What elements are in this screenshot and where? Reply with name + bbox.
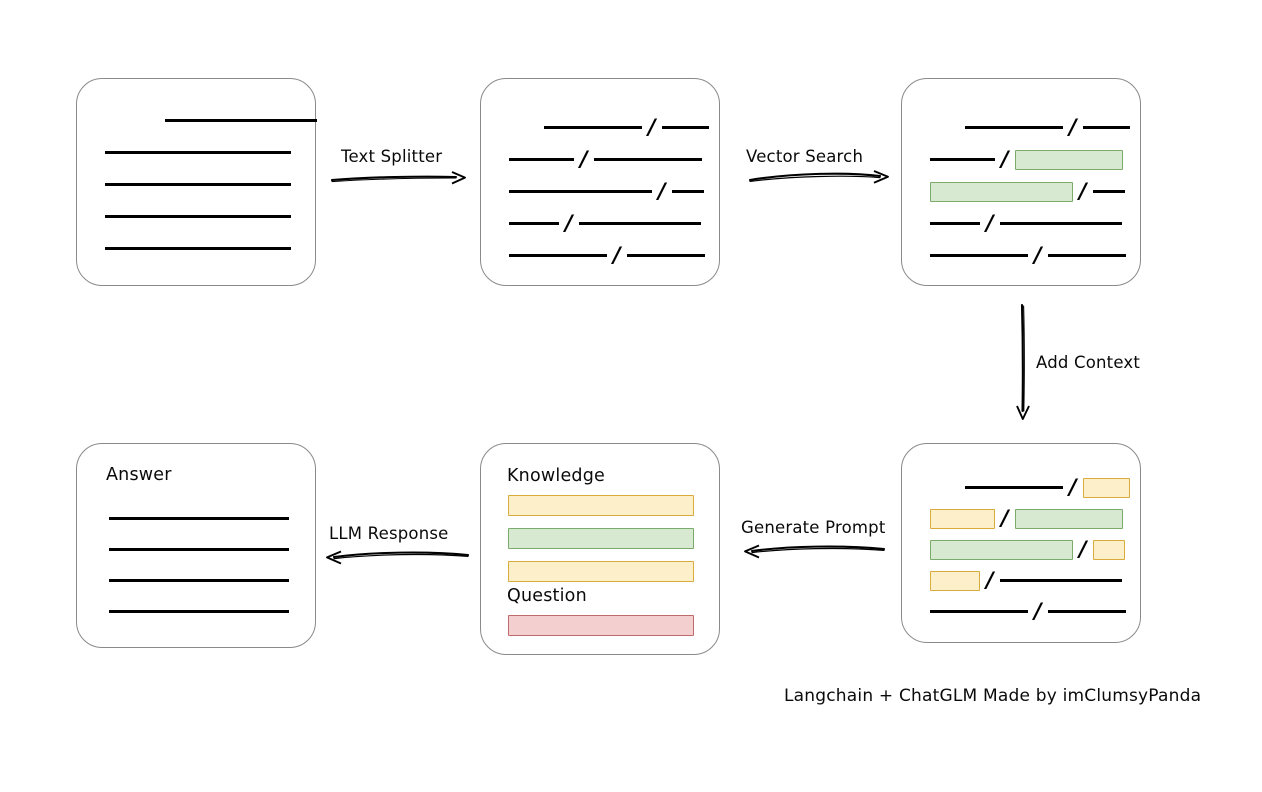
- text-line-segment: [930, 254, 1028, 257]
- text-line-row: [105, 247, 291, 250]
- text-line-row: /: [930, 180, 1125, 202]
- text-line-row: [109, 517, 289, 520]
- text-line-segment: [671, 190, 704, 193]
- knowledge-bar-2: [508, 528, 694, 549]
- text-line-segment: [509, 222, 559, 225]
- text-line-row: /: [930, 538, 1125, 560]
- text-line-row: [105, 183, 291, 186]
- highlight-chunk-green: [930, 181, 1073, 202]
- text-line-segment: [965, 486, 1063, 489]
- text-line-segment: [105, 151, 291, 154]
- text-line-row: /: [930, 600, 1126, 621]
- highlight-chunk-yellow: [1092, 539, 1125, 560]
- question-label: Question: [507, 586, 587, 606]
- text-line-segment: [1047, 610, 1126, 613]
- text-line-segment: [105, 247, 291, 250]
- arrow-text-splitter: [330, 171, 466, 185]
- text-line-row: /: [509, 244, 705, 265]
- text-line-segment: [1047, 254, 1126, 257]
- highlight-chunk-green: [930, 539, 1073, 560]
- with-context-box: / / / / /: [901, 443, 1141, 643]
- answer-box: Answer: [76, 443, 316, 648]
- knowledge-label: Knowledge: [507, 466, 605, 486]
- text-line-row: /: [965, 476, 1130, 498]
- arrow-label-add-context: Add Context: [1036, 353, 1141, 372]
- text-line-segment: [109, 579, 289, 582]
- text-line-segment: [509, 158, 574, 161]
- text-line-segment: [1092, 190, 1125, 193]
- text-line-segment: [165, 119, 317, 122]
- arrow-generate-prompt: [744, 544, 886, 559]
- answer-label: Answer: [106, 465, 172, 485]
- text-line-segment: [626, 254, 705, 257]
- source-document-box: [76, 78, 317, 286]
- text-line-row: /: [930, 212, 1122, 233]
- text-line-row: [105, 151, 291, 154]
- highlight-chunk-green: [1014, 149, 1123, 170]
- arrow-label-text-splitter: Text Splitter: [341, 147, 443, 166]
- text-line-segment: [109, 548, 289, 551]
- arrow-label-vector-search: Vector Search: [746, 147, 864, 166]
- vector-matches-box: / / / / /: [901, 78, 1141, 286]
- text-line-row: [109, 579, 289, 582]
- arrow-vector-search: [748, 170, 889, 184]
- text-line-row: [165, 119, 317, 122]
- text-line-segment: [999, 222, 1122, 225]
- highlight-chunk-green: [1014, 508, 1123, 529]
- text-line-segment: [930, 610, 1028, 613]
- arrow-label-generate-prompt: Generate Prompt: [741, 518, 886, 537]
- knowledge-bar-3: [508, 561, 694, 582]
- knowledge-bar-1: [508, 495, 694, 516]
- text-line-segment: [930, 158, 995, 161]
- text-line-segment: [544, 126, 642, 129]
- arrow-add-context: [1016, 303, 1030, 420]
- text-line-segment: [930, 222, 980, 225]
- arrow-label-llm-response: LLM Response: [329, 524, 449, 543]
- text-line-segment: [593, 158, 702, 161]
- highlight-chunk-yellow: [1082, 477, 1130, 498]
- prompt-box: Knowledge Question: [480, 443, 720, 655]
- text-line-row: [109, 610, 289, 613]
- text-line-row: /: [509, 180, 704, 201]
- text-line-segment: [105, 183, 291, 186]
- text-line-row: /: [930, 148, 1123, 170]
- text-line-segment: [509, 190, 652, 193]
- question-bar-1: [508, 615, 694, 636]
- highlight-chunk-yellow: [930, 508, 995, 529]
- text-line-row: /: [965, 116, 1130, 137]
- text-line-row: [109, 548, 289, 551]
- text-line-row: /: [544, 116, 709, 137]
- text-line-row: /: [930, 569, 1122, 591]
- text-line-row: /: [930, 507, 1123, 529]
- text-line-segment: [965, 126, 1063, 129]
- text-line-segment: [1082, 126, 1130, 129]
- text-line-row: /: [509, 148, 702, 169]
- text-line-row: /: [509, 212, 701, 233]
- text-line-segment: [578, 222, 701, 225]
- highlight-chunk-yellow: [930, 570, 980, 591]
- text-line-segment: [661, 126, 709, 129]
- text-line-segment: [999, 579, 1122, 582]
- footer-credit: Langchain + ChatGLM Made by imClumsyPand…: [784, 686, 1202, 706]
- text-line-row: /: [930, 244, 1126, 265]
- text-line-segment: [105, 215, 291, 218]
- text-line-segment: [509, 254, 607, 257]
- split-chunks-box: / / / / /: [480, 78, 720, 286]
- text-line-segment: [109, 610, 289, 613]
- text-line-segment: [109, 517, 289, 520]
- arrow-llm-response: [326, 550, 470, 565]
- text-line-row: [105, 215, 291, 218]
